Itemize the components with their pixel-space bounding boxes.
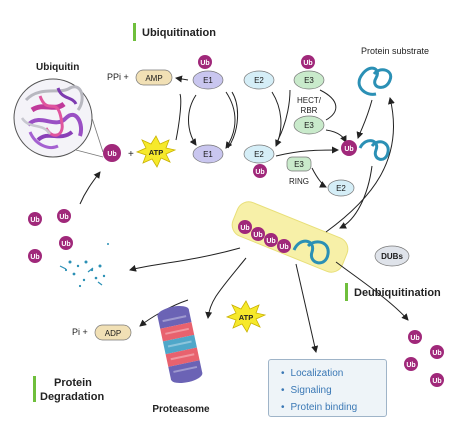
atp-burst-2: ATP [225,300,267,333]
outcome-item: Protein binding [275,399,380,416]
ubiquitination-title-bar [133,23,136,41]
svg-text:Ub: Ub [107,151,116,158]
svg-text:AMP: AMP [145,74,162,83]
degradation-title-line2: Degradation [40,391,104,403]
svg-text:ADP: ADP [105,329,121,338]
svg-text:E3: E3 [294,160,304,169]
svg-text:E2: E2 [254,150,264,159]
svg-text:ATP: ATP [239,313,253,322]
svg-text:Ub: Ub [303,60,312,67]
svg-text:E3: E3 [304,121,314,130]
svg-text:E3: E3 [304,76,314,85]
e1-free: E1 [192,144,224,164]
ub-recycled-group: Ub Ub Ub Ub [28,209,73,263]
degradation-title-line1: Protein [54,377,92,389]
svg-text:Ub: Ub [30,254,39,261]
ub-free-1: Ub [103,144,121,162]
polyubiquitinated-substrate: Ub Ub Ub Ub [231,201,349,273]
svg-text:Ub: Ub [279,244,288,251]
deubiquitination-title-bar [345,283,348,301]
svg-text:ATP: ATP [149,148,163,157]
e2-released: E2 [327,179,355,197]
ub-substrate: Ub [341,139,390,161]
amp-pill: AMP [135,69,173,86]
svg-text:Ub: Ub [344,146,353,153]
ubiquitin-structure [13,78,93,158]
deubiquitination-title: Deubiquitination [354,287,441,299]
svg-text:Ub: Ub [432,350,441,357]
pi-label: Pi + [72,327,88,337]
adp-pill: ADP [94,324,132,341]
svg-text:Ub: Ub [266,238,275,245]
plus-sign: + [128,149,134,160]
dubs-enzyme: DUBs [374,245,410,267]
ubiquitin-label: Ubiquitin [36,62,79,73]
protein-substrate-free [357,66,393,96]
svg-text:Ub: Ub [59,214,68,221]
svg-text:E1: E1 [203,76,213,85]
e3-hect-free: E3 [293,115,325,135]
nondegradative-outcomes-box: Localization Signaling Protein binding [268,359,387,417]
svg-text:Ub: Ub [255,169,264,176]
svg-text:Ub: Ub [432,378,441,385]
svg-text:Ub: Ub [410,335,419,342]
svg-text:Ub: Ub [253,232,262,239]
svg-text:Ub: Ub [200,60,209,67]
svg-text:Ub: Ub [30,217,39,224]
e1-charged: E1 Ub [192,55,224,90]
e2-free-top: E2 [243,70,275,90]
outcome-item: Signaling [275,382,380,399]
svg-text:E2: E2 [336,184,346,193]
outcome-item: Localization [275,365,380,382]
svg-text:E1: E1 [203,150,213,159]
e3-ring: E3 [286,156,312,172]
e2-charged: E2 Ub [243,144,275,178]
svg-text:DUBs: DUBs [381,252,403,261]
atp-burst-1: ATP [135,135,177,168]
degradation-title-bar [33,376,36,402]
ub-released-group: Ub Ub Ub Ub [404,330,444,387]
svg-text:E2: E2 [254,76,264,85]
hect-rbr-line1: HECT/ [297,96,322,105]
svg-text:Ub: Ub [240,225,249,232]
e3-hect-charged: E3 Ub [293,55,325,90]
peptide-fragments [59,243,109,288]
hect-rbr-line2: RBR [301,106,318,115]
proteasome [157,305,203,384]
svg-text:Ub: Ub [406,362,415,369]
proteasome-label: Proteasome [152,404,210,415]
protein-substrate-label: Protein substrate [361,46,429,56]
ring-label: RING [289,177,309,186]
ubiquitination-title: Ubiquitination [142,27,216,39]
svg-text:Ub: Ub [61,241,70,248]
ppi-label: PPi + [107,72,129,82]
